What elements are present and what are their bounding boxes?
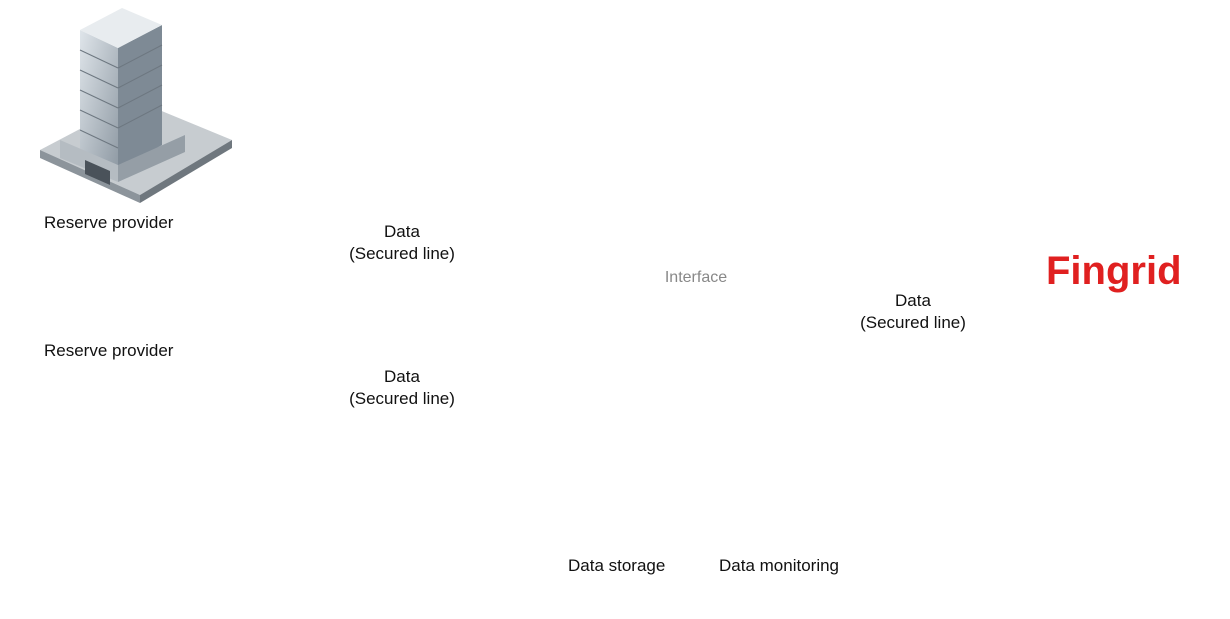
- link-top-label: Data (Secured line): [332, 221, 472, 265]
- interface-label: Interface: [664, 269, 728, 286]
- link-bottom-line1: Data: [384, 367, 420, 386]
- link-right-line1: Data: [895, 291, 931, 310]
- link-top-line1: Data: [384, 222, 420, 241]
- office-building-icon: [40, 8, 232, 203]
- provider-top-label: Reserve provider: [44, 213, 174, 232]
- link-top-line2: (Secured line): [349, 244, 455, 263]
- link-bottom-label: Data (Secured line): [332, 366, 472, 410]
- provider-bottom-label: Reserve provider: [44, 341, 174, 360]
- monitoring-label: Data monitoring: [719, 556, 840, 575]
- storage-label: Data storage: [568, 556, 666, 575]
- fingrid-logo-text: Fingrid: [1046, 249, 1182, 293]
- link-bottom-line2: (Secured line): [349, 389, 455, 408]
- link-right-line2: (Secured line): [860, 313, 966, 332]
- link-right-label: Data (Secured line): [843, 290, 983, 334]
